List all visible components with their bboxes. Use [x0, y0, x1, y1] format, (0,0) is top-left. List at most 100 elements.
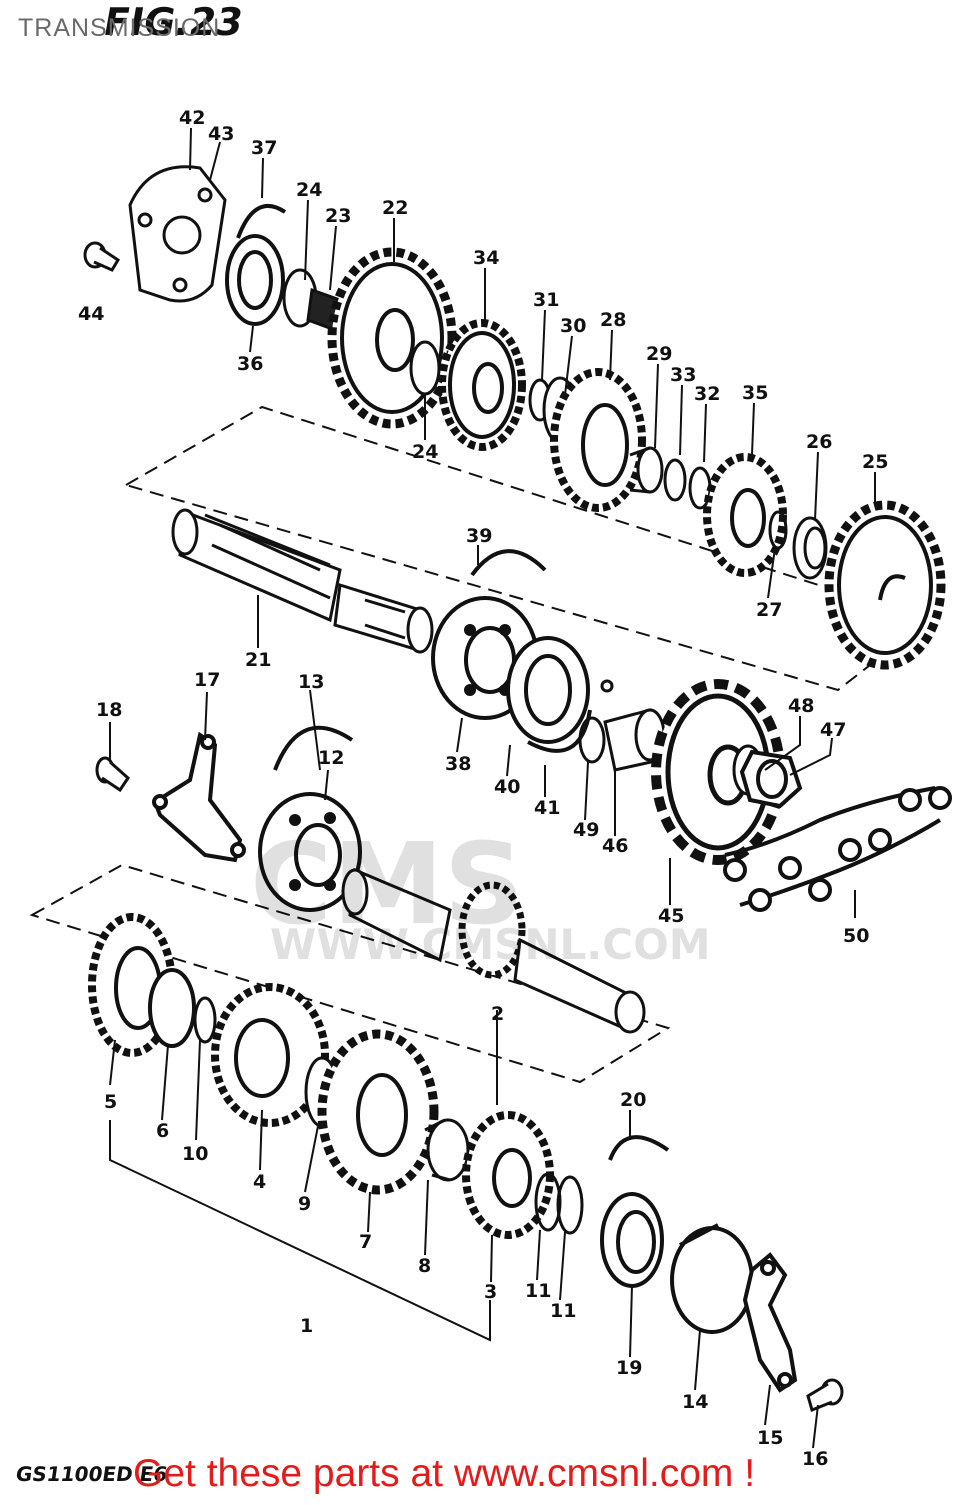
callout-18: 18 [96, 699, 122, 721]
callout-24b: 24 [412, 441, 438, 463]
callout-7: 7 [359, 1231, 372, 1253]
callout-26: 26 [806, 431, 832, 453]
bushing-29 [629, 446, 664, 494]
callout-43: 43 [208, 123, 234, 145]
drive-chain-50 [723, 786, 952, 912]
callout-20: 20 [620, 1089, 646, 1111]
driveshaft-2 [341, 867, 646, 1034]
gear-35 [703, 453, 787, 577]
leader-lines [109, 127, 876, 1449]
callout-11b: 11 [550, 1300, 576, 1322]
gear-22 [327, 247, 457, 429]
callout-32: 32 [694, 383, 720, 405]
circlip-27 [768, 510, 788, 550]
callout-5: 5 [104, 1091, 117, 1113]
washer-24b [409, 340, 441, 396]
callout-19: 19 [616, 1357, 642, 1379]
callout-31: 31 [533, 289, 559, 311]
cap-14 [670, 1223, 754, 1334]
washer-11a [534, 1172, 562, 1232]
callout-1: 1 [300, 1315, 313, 1337]
promo-link[interactable]: Get these parts at www.cmsnl.com ! [133, 1452, 756, 1495]
circlip-10 [193, 996, 217, 1044]
callout-23: 23 [325, 205, 351, 227]
page-title: TRANSMISSION [18, 14, 221, 42]
callout-14: 14 [682, 1391, 708, 1413]
callout-24a: 24 [296, 179, 322, 201]
callout-10: 10 [182, 1143, 208, 1165]
callout-37: 37 [251, 137, 277, 159]
callout-41: 41 [534, 797, 560, 819]
callout-2: 2 [491, 1003, 504, 1025]
callout-21: 21 [245, 649, 271, 671]
oil-seal-19 [600, 1192, 664, 1288]
callout-39: 39 [466, 525, 492, 547]
callout-13: 13 [298, 671, 324, 693]
callout-25: 25 [862, 451, 888, 473]
gear-34 [438, 319, 526, 451]
callout-28: 28 [600, 309, 626, 331]
callout-9: 9 [298, 1193, 311, 1215]
callout-3: 3 [484, 1281, 497, 1303]
bushing-26 [792, 516, 828, 580]
group-bracket-1 [109, 1120, 491, 1342]
gear-25 [824, 500, 946, 670]
washer-33 [663, 458, 687, 502]
callout-47: 47 [820, 719, 846, 741]
callout-45: 45 [658, 905, 684, 927]
bearing-cover-plate [128, 165, 227, 303]
pin [600, 679, 614, 693]
circlip-20 [608, 1135, 670, 1161]
gear-4 [211, 983, 329, 1127]
callout-30: 30 [560, 315, 586, 337]
callout-12: 12 [318, 747, 344, 769]
callout-34: 34 [473, 247, 499, 269]
bushing-8 [424, 1118, 470, 1182]
callout-27: 27 [756, 599, 782, 621]
callout-6: 6 [156, 1120, 169, 1142]
callout-4: 4 [253, 1171, 266, 1193]
circlip-37 [236, 204, 287, 239]
callout-33: 33 [670, 364, 696, 386]
screw-16 [806, 1378, 844, 1413]
callout-48: 48 [788, 695, 814, 717]
countershaft-21 [171, 508, 434, 654]
callout-22: 22 [382, 197, 408, 219]
circlip-13 [273, 725, 354, 771]
oil-seal-40 [506, 636, 590, 744]
callout-36: 36 [237, 353, 263, 375]
callout-29: 29 [646, 343, 672, 365]
callout-46: 46 [602, 835, 628, 857]
callout-42: 42 [179, 107, 205, 129]
bearing-12 [258, 792, 362, 912]
watermark-url: WWW.CMSNL.COM [270, 920, 711, 969]
screw-44 [83, 241, 121, 272]
callout-labels: 1 2 3 4 5 6 7 8 9 10 11 11 12 13 14 15 1… [78, 107, 888, 1470]
nut-47 [739, 749, 803, 809]
countershaft-frame [123, 405, 931, 692]
callout-49: 49 [573, 819, 599, 841]
o-ring-49 [578, 716, 606, 764]
sprocket-45 [651, 679, 785, 865]
callout-11a: 11 [525, 1280, 551, 1302]
callout-17: 17 [194, 669, 220, 691]
washer-6 [148, 968, 196, 1048]
screw-18 [95, 756, 130, 793]
cover-plate-15 [742, 1252, 798, 1393]
callout-40: 40 [494, 776, 520, 798]
gear-28 [550, 368, 646, 512]
callout-44: 44 [78, 303, 104, 325]
callout-16: 16 [802, 1448, 828, 1470]
callout-38: 38 [445, 753, 471, 775]
bearing-retainer-17 [152, 731, 246, 863]
watermark-logo: CMS [250, 820, 525, 950]
circlip-39 [470, 549, 547, 577]
callout-50: 50 [843, 925, 869, 947]
gear-7 [317, 1029, 439, 1195]
driveshaft-frame [29, 863, 671, 1084]
callout-8: 8 [418, 1255, 431, 1277]
callout-15: 15 [757, 1427, 783, 1449]
callout-35: 35 [742, 382, 768, 404]
